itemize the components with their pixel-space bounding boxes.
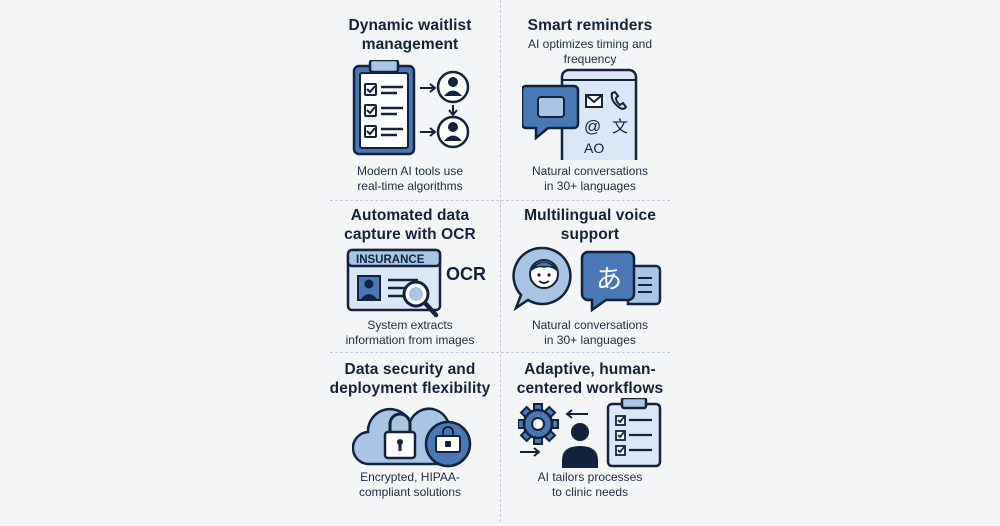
arrow-right-icon [420, 83, 437, 137]
infographic-grid: Dynamic waitlist management [320, 0, 680, 522]
face-bubble-icon [512, 246, 572, 312]
person-icon [436, 115, 470, 149]
card-subtitle: AI optimizes timing and frequency [527, 37, 653, 66]
translate-icon: 文 [612, 117, 628, 136]
arrow-right-icon [520, 447, 541, 457]
card-description: Natural conversations in 30+ languages [531, 318, 649, 347]
padlock-icon [383, 412, 417, 460]
card-title: Automated data capture with OCR [344, 207, 476, 243]
reminders-illustration: @ 文 AO [522, 68, 638, 160]
card-title: Data security and deployment flexibility [329, 361, 491, 397]
japanese-chat-icon: あ [580, 250, 662, 313]
person-icon [436, 70, 470, 104]
phone-text: AO [584, 140, 604, 156]
card-title: Adaptive, human- centered workflows [516, 361, 664, 397]
card-multilingual: Multilingual voice support あ Natu [500, 200, 680, 374]
card-reminders: Smart reminders AI optimizes timing and … [500, 0, 680, 193]
workflow-illustration [518, 398, 662, 468]
magnifier-icon [402, 280, 439, 318]
card-description: AI tailors processes to clinic needs [537, 470, 643, 499]
at-icon: @ [584, 117, 601, 136]
horizontal-divider [330, 200, 670, 201]
person-icon [562, 423, 598, 468]
card-waitlist: Dynamic waitlist management [320, 0, 500, 193]
arrow-left-icon [565, 409, 588, 419]
insurance-label: INSURANCE [356, 254, 425, 266]
arrow-down-icon [448, 105, 458, 117]
card-title: Smart reminders [527, 17, 653, 34]
mail-icon [585, 94, 603, 108]
horizontal-divider [330, 352, 670, 353]
clipboard-checklist-icon [606, 398, 662, 468]
multilingual-illustration: あ [512, 246, 662, 313]
chat-bubble-icon [522, 84, 580, 141]
card-title: Dynamic waitlist management [348, 17, 472, 53]
security-illustration [352, 407, 472, 468]
card-security: Data security and deployment flexibility… [320, 352, 500, 526]
gear-icon [518, 403, 559, 445]
vertical-divider [500, 0, 501, 522]
laptop-lock-icon [424, 420, 472, 468]
ocr-illustration: INSURANCE OCR [346, 248, 486, 318]
clipboard-checklist-icon [352, 60, 416, 156]
call-icon [610, 90, 628, 110]
card-ocr: Automated data capture with OCR INSURANC… [320, 200, 500, 374]
card-description: Natural conversations in 30+ languages [531, 164, 649, 193]
waitlist-illustration [352, 60, 470, 156]
card-workflows: Adaptive, human- centered workflows [500, 352, 680, 526]
card-description: System extracts information from images [345, 318, 475, 347]
japanese-glyph: あ [596, 265, 622, 295]
card-title: Multilingual voice support [524, 207, 656, 243]
card-description: Encrypted, HIPAA- compliant solutions [358, 470, 462, 499]
card-description: Modern AI tools use real-time algorithms [356, 164, 464, 193]
ocr-label: OCR [446, 264, 486, 284]
